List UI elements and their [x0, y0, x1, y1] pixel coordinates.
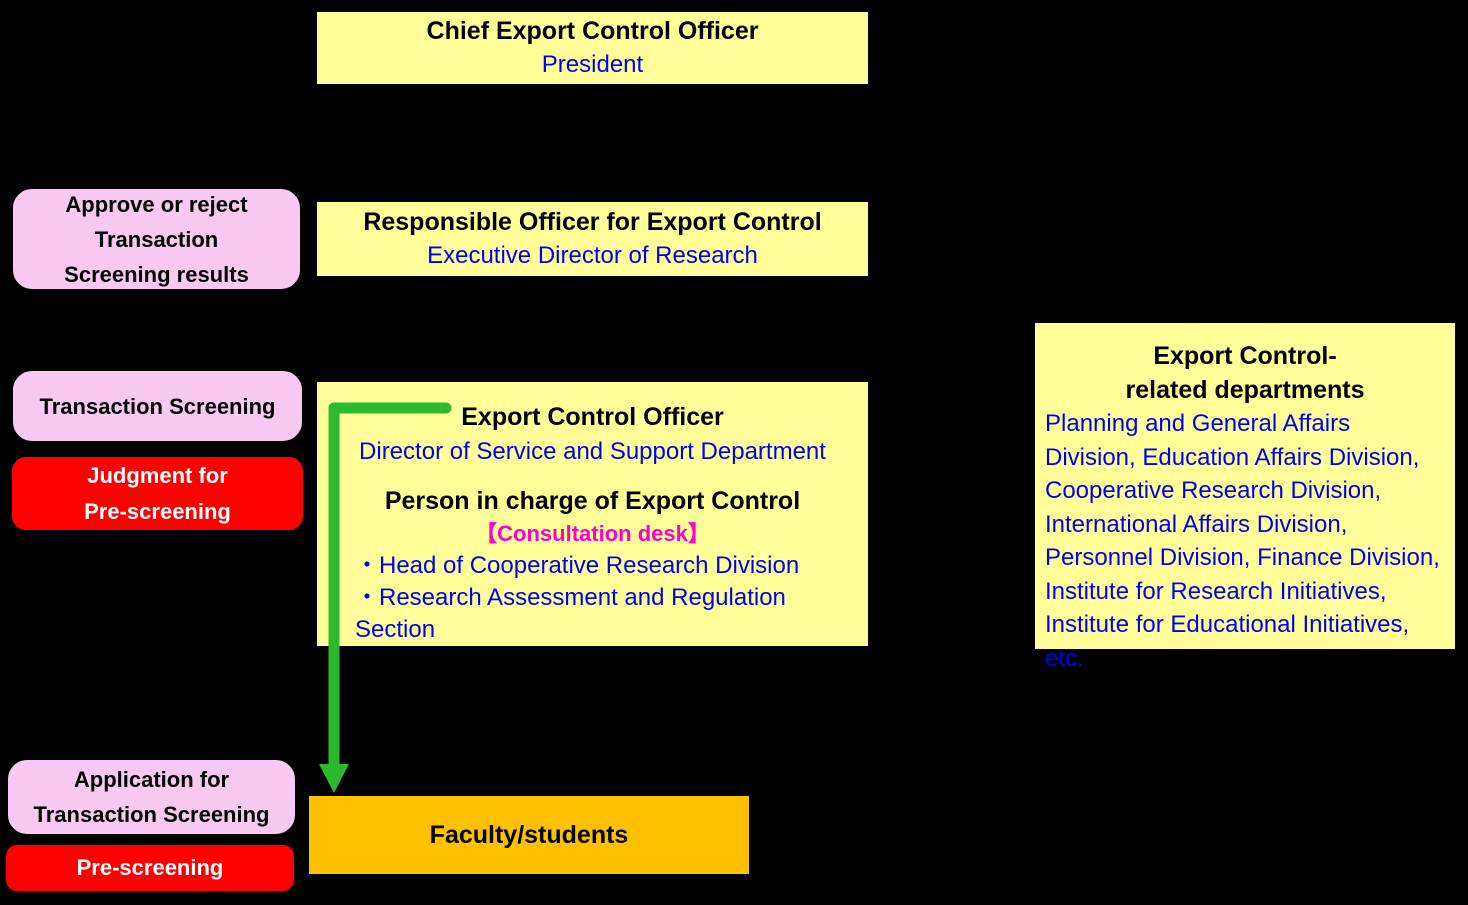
departments-title-line2: related departments	[1125, 376, 1365, 404]
officer-bullet-2: ・Research Assessment and Regulation Sect…	[355, 584, 786, 643]
judgment-line1: Judgment for	[87, 462, 228, 488]
consultation-desk-label: 【Consultation desk】	[475, 521, 710, 546]
responsible-title: Responsible Officer for Export Control	[363, 208, 822, 236]
related-departments-box: Export Control- related departments Plan…	[1033, 321, 1457, 672]
prescreening-text: Pre-screening	[76, 855, 224, 880]
faculty-students-box: Faculty/students	[308, 795, 750, 875]
responsible-officer-box: Responsible Officer for Export Control E…	[315, 200, 870, 278]
transaction-screening-text: Transaction Screening	[39, 393, 276, 419]
officer-bullet-list: ・Head of Cooperative Research Division ・…	[355, 550, 868, 646]
person-in-charge-title: Person in charge of Export Control	[384, 487, 801, 515]
application-for-screening-label: Application for Transaction Screening	[5, 757, 298, 837]
officer-bullet-1: ・Head of Cooperative Research Division	[355, 552, 800, 579]
judgment-for-prescreening-label: Judgment for Pre-screening	[10, 455, 305, 532]
approve-line3: Screening results	[64, 261, 249, 287]
judgment-line2: Pre-screening	[84, 498, 231, 524]
arrow-head	[319, 764, 349, 793]
prescreening-label: Pre-screening	[4, 843, 296, 893]
application-line2: Transaction Screening	[33, 802, 270, 827]
chief-subtitle: President	[541, 51, 644, 78]
responsible-subtitle: Executive Director of Research	[427, 242, 758, 269]
departments-title-line1: Export Control-	[1153, 342, 1337, 370]
officer-subtitle: Director of Service and Support Departme…	[359, 438, 826, 465]
officer-title: Export Control Officer	[461, 403, 724, 431]
departments-body: Planning and General Affairs Division, E…	[1045, 410, 1440, 672]
chief-title: Chief Export Control Officer	[426, 17, 759, 45]
approve-line2: Transaction	[94, 226, 219, 252]
approve-or-reject-label: Approve or reject Transaction Screening …	[10, 186, 303, 292]
transaction-screening-label: Transaction Screening	[10, 368, 305, 444]
approve-line1: Approve or reject	[65, 191, 248, 217]
chief-export-control-officer-box: Chief Export Control Officer President	[315, 10, 870, 86]
export-control-officer-box: Export Control Officer Director of Servi…	[315, 380, 870, 648]
application-line1: Application for	[73, 767, 230, 792]
faculty-students-text: Faculty/students	[429, 821, 629, 849]
